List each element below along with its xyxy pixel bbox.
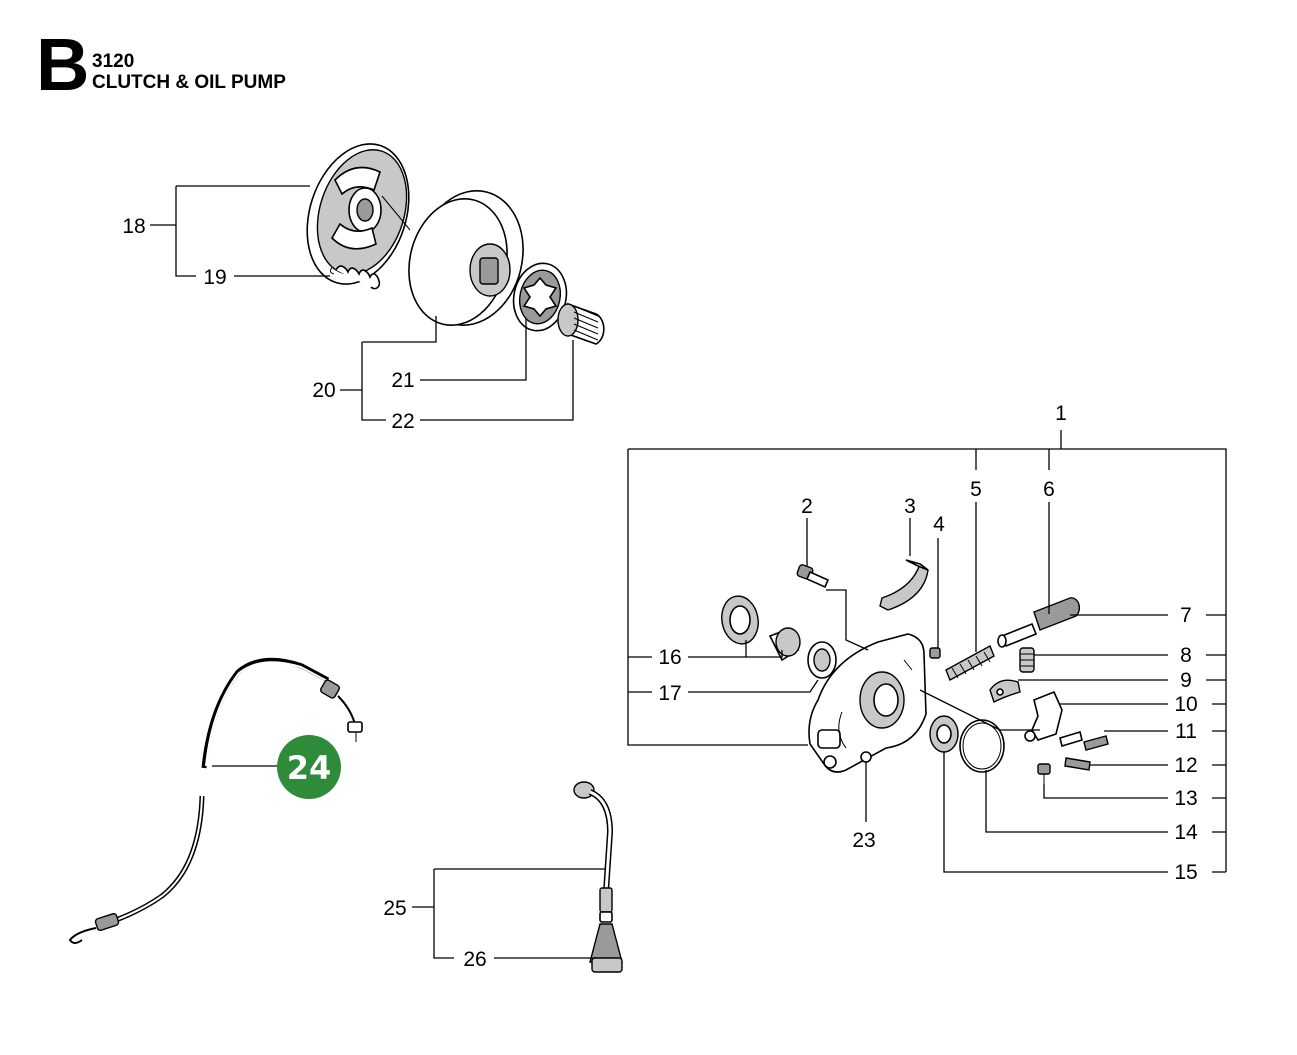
callout-20[interactable]: 20 [312, 379, 335, 402]
oil-pump-housing[interactable] [808, 633, 927, 773]
screw-13[interactable] [1037, 763, 1051, 784]
clip-11[interactable] [1059, 730, 1083, 748]
callout-7[interactable]: 7 [1180, 604, 1192, 627]
small-screw-4[interactable] [929, 647, 941, 659]
highlight-badge-24[interactable]: 24 [277, 735, 341, 799]
callout-19[interactable]: 19 [203, 266, 226, 289]
small-spring-8[interactable] [1019, 647, 1035, 673]
section-letter: B [36, 23, 90, 106]
callout-14[interactable]: 14 [1174, 821, 1198, 844]
screw-12[interactable] [1064, 757, 1091, 771]
rim-sprocket[interactable] [507, 258, 572, 335]
section-code: 3120 [92, 51, 135, 72]
oil-filter[interactable] [589, 923, 623, 973]
callout-24: 24 [287, 749, 332, 787]
callout-13[interactable]: 13 [1174, 787, 1197, 810]
needle-bearing[interactable] [557, 302, 605, 345]
callout-4[interactable]: 4 [933, 513, 945, 536]
callout-18[interactable]: 18 [122, 215, 145, 238]
lever-9[interactable] [989, 679, 1021, 703]
callout-26[interactable]: 26 [463, 948, 486, 971]
screw-11[interactable] [1083, 735, 1109, 751]
clutch-spring[interactable] [329, 265, 381, 290]
oil-hose-lower[interactable] [68, 795, 205, 944]
callout-21[interactable]: 21 [391, 369, 414, 392]
washer-15[interactable] [929, 715, 959, 753]
pump-spring[interactable] [945, 645, 995, 681]
pickup-leader-lines [412, 868, 606, 959]
callout-2[interactable]: 2 [801, 495, 813, 518]
callout-17[interactable]: 17 [658, 682, 681, 705]
section-title: CLUTCH & OIL PUMP [92, 72, 286, 93]
callout-12[interactable]: 12 [1174, 754, 1197, 777]
callout-3[interactable]: 3 [904, 495, 916, 518]
callout-22[interactable]: 22 [391, 410, 414, 433]
callout-5[interactable]: 5 [970, 478, 982, 501]
seal-17[interactable] [807, 641, 837, 679]
cover-plate[interactable] [879, 559, 929, 611]
screw-23[interactable] [860, 751, 872, 763]
callout-9[interactable]: 9 [1180, 669, 1192, 692]
pump-leader-lines [627, 430, 1227, 873]
clutch-drum[interactable] [396, 179, 537, 336]
o-ring-14[interactable] [959, 719, 1005, 773]
adjuster-10[interactable] [1024, 690, 1063, 742]
oil-suction-hose[interactable] [573, 781, 614, 923]
worm-gear-16[interactable] [718, 593, 801, 662]
callout-25[interactable]: 25 [383, 897, 406, 920]
callout-10[interactable]: 10 [1174, 693, 1197, 716]
callout-8[interactable]: 8 [1180, 644, 1192, 667]
oil-hose-upper[interactable] [201, 657, 363, 769]
callout-11[interactable]: 11 [1175, 720, 1197, 743]
clutch-leader-lines [150, 185, 574, 421]
callout-16[interactable]: 16 [658, 646, 681, 669]
clutch-assembly[interactable] [290, 131, 426, 298]
pump-bolt[interactable] [796, 564, 830, 589]
callout-1[interactable]: 1 [1055, 402, 1067, 425]
callout-15[interactable]: 15 [1174, 861, 1197, 884]
pump-plunger[interactable] [997, 597, 1081, 648]
callout-labels: 18 19 20 21 22 1 2 3 4 5 6 7 8 9 10 11 1… [122, 215, 1198, 971]
callout-23[interactable]: 23 [852, 829, 875, 852]
callout-6[interactable]: 6 [1043, 478, 1055, 501]
